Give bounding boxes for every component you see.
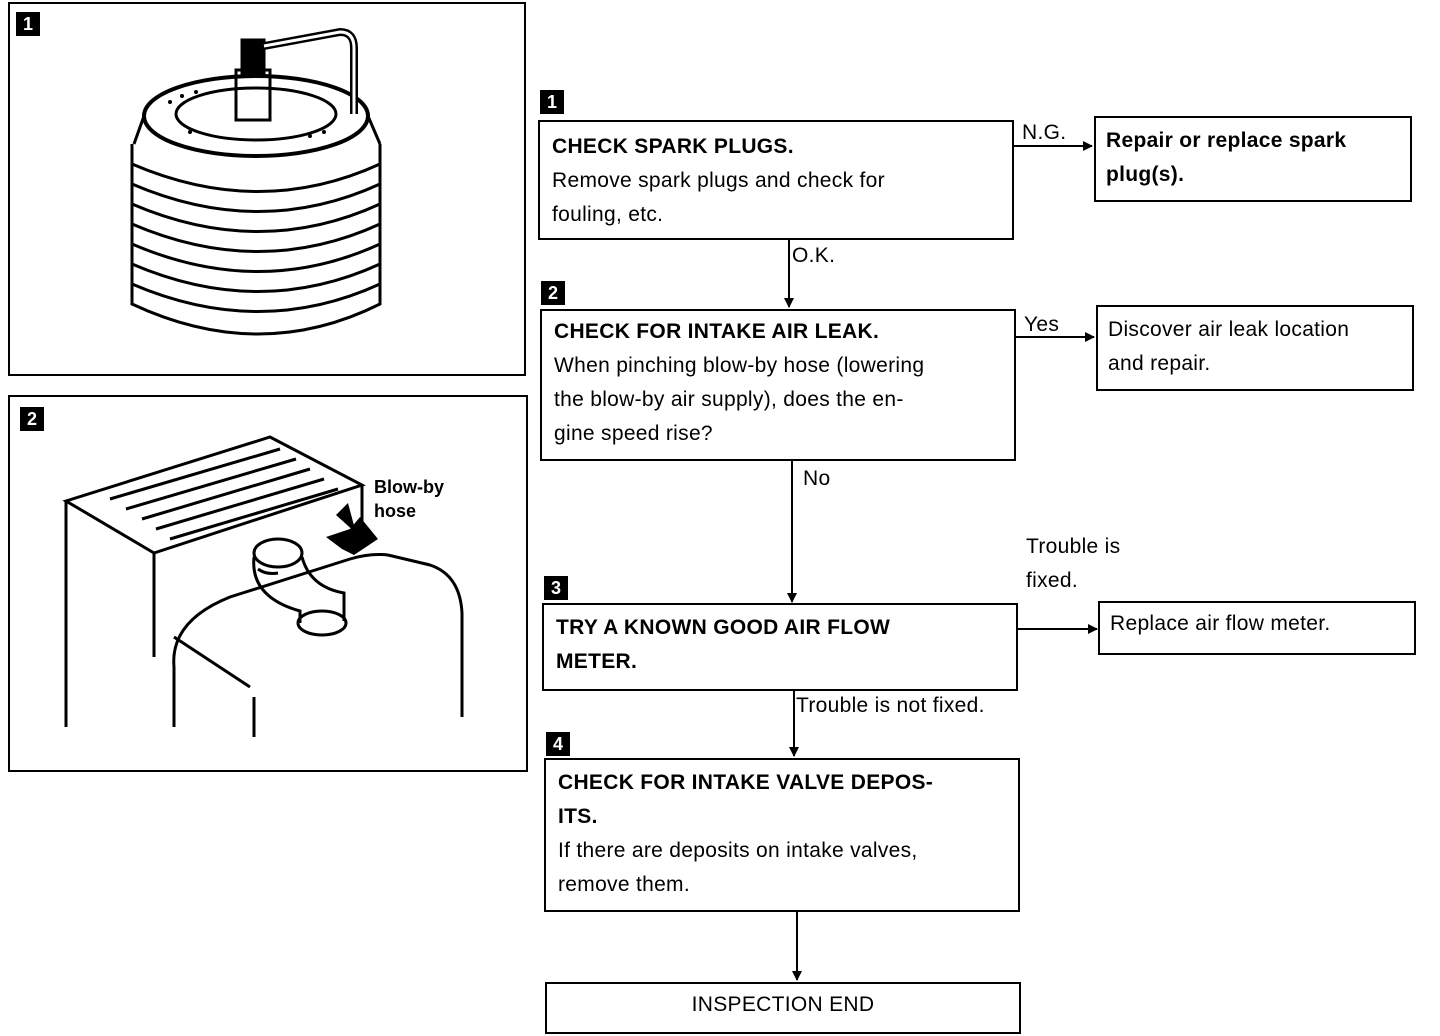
blow-by-hose-callout: Blow-by hose — [374, 475, 444, 523]
branch-label-ng: N.G. — [1022, 121, 1067, 144]
step-title-line: METER. — [556, 650, 638, 673]
result-box-repair-spark-plug: Repair or replace spark plug(s). — [1094, 116, 1412, 202]
step-title-line: TRY A KNOWN GOOD AIR FLOW — [556, 616, 891, 639]
panel-badge-1: 1 — [16, 12, 40, 36]
step-body-line: fouling, etc. — [552, 203, 664, 226]
result-line: plug(s). — [1106, 163, 1185, 186]
result-line: Replace air flow meter. — [1110, 612, 1331, 635]
next-label-trouble-not-fixed: Trouble is not fixed. — [796, 694, 985, 717]
spark-plug-illustration — [130, 27, 382, 336]
branch-label-yes: Yes — [1024, 313, 1060, 336]
step-body-line: When pinching blow-by hose (lowering — [554, 354, 925, 377]
step-title-line: ITS. — [558, 805, 598, 828]
step-body-line: gine speed rise? — [554, 422, 713, 445]
panel-badge-2: 2 — [20, 407, 44, 431]
inspection-end-label: INSPECTION END — [691, 993, 875, 1016]
step-body-line: If there are deposits on intake valves, — [558, 839, 918, 862]
result-line: and repair. — [1108, 352, 1211, 375]
next-label-no: No — [803, 467, 831, 490]
branch-label-trouble-fixed: Trouble is fixed. — [1026, 530, 1120, 598]
step-title: CHECK SPARK PLUGS. — [552, 135, 794, 158]
result-line: Repair or replace spark — [1106, 129, 1347, 152]
step-box-check-intake-valve-deposits: CHECK FOR INTAKE VALVE DEPOS- ITS. If th… — [544, 758, 1020, 912]
illustration-panel-spark-plug: 1 — [8, 2, 526, 376]
air-cleaner-illustration — [62, 435, 464, 737]
step-box-check-intake-air-leak: CHECK FOR INTAKE AIR LEAK. When pinching… — [540, 309, 1016, 461]
inspection-end-box: INSPECTION END — [545, 982, 1021, 1034]
result-box-replace-air-flow-meter: Replace air flow meter. — [1098, 601, 1416, 655]
callout-line-2: hose — [374, 501, 417, 521]
step-title-line: CHECK FOR INTAKE VALVE DEPOS- — [558, 771, 934, 794]
step-badge-4: 4 — [546, 732, 570, 756]
branch-label-line: Trouble is — [1026, 535, 1121, 558]
step-badge-1: 1 — [540, 90, 564, 114]
step-box-try-air-flow-meter: TRY A KNOWN GOOD AIR FLOW METER. — [542, 603, 1018, 691]
result-line: Discover air leak location — [1108, 318, 1350, 341]
step-badge-3: 3 — [544, 576, 568, 600]
step-badge-2: 2 — [541, 281, 565, 305]
step-box-check-spark-plugs: CHECK SPARK PLUGS. Remove spark plugs an… — [538, 120, 1014, 240]
step-body-line: the blow-by air supply), does the en- — [554, 388, 904, 411]
step-title: CHECK FOR INTAKE AIR LEAK. — [554, 320, 880, 343]
next-label-ok: O.K. — [792, 244, 836, 267]
callout-line-1: Blow-by — [374, 477, 444, 497]
illustration-panel-blow-by-hose: 2 Blow-by hose — [8, 395, 528, 772]
step-body-line: remove them. — [558, 873, 690, 896]
result-box-discover-air-leak: Discover air leak location and repair. — [1096, 305, 1414, 391]
step-body-line: Remove spark plugs and check for — [552, 169, 885, 192]
branch-label-line: fixed. — [1026, 569, 1078, 592]
